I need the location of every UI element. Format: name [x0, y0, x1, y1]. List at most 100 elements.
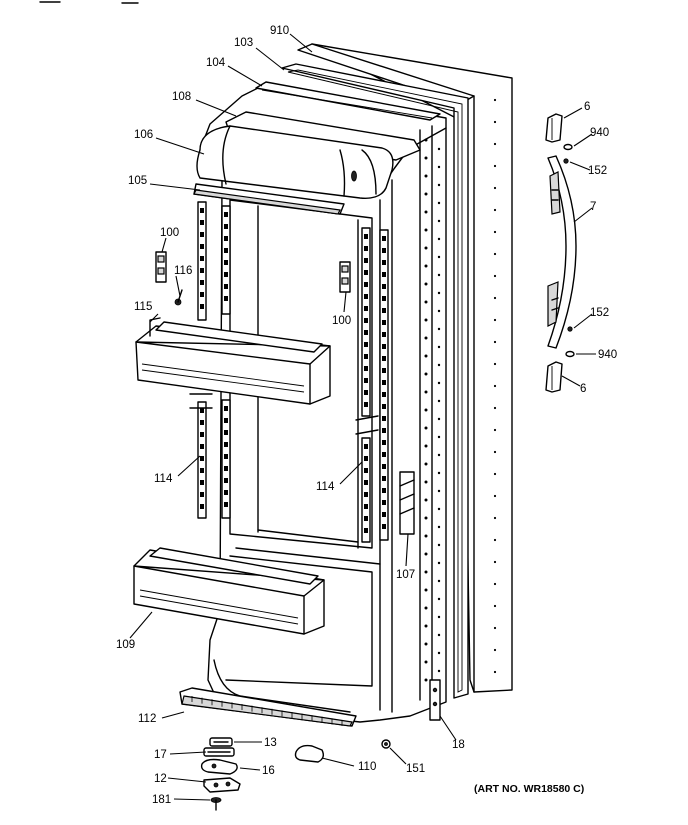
rail-slot — [382, 308, 386, 313]
shelf-rail-right — [355, 227, 379, 543]
shelf-bracket-right — [339, 261, 351, 293]
callout-109: 109 — [116, 639, 135, 651]
gasket-dot — [437, 471, 441, 475]
rail-slot — [224, 248, 228, 253]
rail-slot — [364, 468, 368, 473]
panel-dot — [493, 230, 497, 234]
rail-slot — [200, 208, 204, 213]
callout-112: 112 — [138, 713, 156, 725]
rail-slot — [364, 234, 368, 239]
panel-dot — [493, 296, 497, 300]
rail-slot — [224, 466, 228, 471]
gasket-dot — [437, 381, 441, 385]
rail-slot — [382, 260, 386, 265]
rail-slot — [382, 248, 386, 253]
rail-slot — [382, 380, 386, 385]
liner-dot — [424, 264, 428, 268]
rail-slot — [382, 452, 386, 457]
rail-slot — [224, 502, 228, 507]
panel-dot — [493, 274, 497, 278]
gasket-dot — [437, 273, 441, 277]
screw-181 — [210, 797, 222, 811]
panel-dot — [493, 186, 497, 190]
gasket-dot — [437, 165, 441, 169]
callout-18: 18 — [452, 739, 465, 751]
panel-dot — [493, 164, 497, 168]
liner-dot — [424, 318, 428, 322]
rail-slot — [382, 464, 386, 469]
liner-dot — [424, 192, 428, 196]
liner-dot — [424, 354, 428, 358]
gasket-dot — [437, 615, 441, 619]
liner-dot — [424, 156, 428, 160]
rail-slot — [224, 224, 228, 229]
rail-slot — [200, 256, 204, 261]
rail-slot — [364, 282, 368, 287]
rail-slot — [364, 528, 368, 533]
liner-dot — [424, 552, 428, 556]
upper-door-bin — [135, 317, 331, 405]
callout-17: 17 — [154, 749, 167, 761]
panel-dot — [493, 318, 497, 322]
dairy-retainer — [193, 183, 345, 215]
art-number: (ART NO. WR18580 C) — [474, 783, 584, 795]
rail-slot — [364, 504, 368, 509]
callout-labels: 910 103 104 108 106 105 100 116 115 100 … — [116, 25, 617, 806]
callout-100-left: 100 — [160, 227, 179, 239]
callout-151: 151 — [406, 763, 425, 775]
liner-dot — [424, 282, 428, 286]
gasket-dot — [437, 579, 441, 583]
rail-slot — [382, 428, 386, 433]
leader-lines — [129, 33, 596, 801]
liner-dot — [424, 300, 428, 304]
liner-dot — [424, 246, 428, 250]
rail-slot — [382, 500, 386, 505]
part-12 — [203, 777, 241, 793]
callout-100-right: 100 — [332, 315, 351, 327]
gasket-dot — [437, 525, 441, 529]
liner-dot — [424, 588, 428, 592]
rail-slot — [382, 356, 386, 361]
liner-dot — [424, 408, 428, 412]
rail-slot — [224, 212, 228, 217]
panel-dot — [493, 670, 497, 674]
rail-slot — [364, 492, 368, 497]
callout-107: 107 — [396, 569, 415, 581]
door-handle — [547, 155, 577, 349]
panel-dot — [493, 384, 497, 388]
callout-152-top: 152 — [588, 165, 607, 177]
rail-slot — [364, 516, 368, 521]
liner-dot — [424, 498, 428, 502]
liner-dot — [424, 570, 428, 574]
panel-dot — [493, 648, 497, 652]
rail-slot — [364, 246, 368, 251]
dairy-door — [196, 125, 394, 199]
callout-7: 7 — [590, 201, 596, 213]
gasket-dot — [437, 561, 441, 565]
bottom-retainer — [179, 687, 357, 727]
panel-dot — [493, 120, 497, 124]
rail-slot — [382, 404, 386, 409]
panel-dot — [493, 626, 497, 630]
rail-slot — [364, 366, 368, 371]
liner-dot — [424, 174, 428, 178]
rail-slot — [224, 272, 228, 277]
rail-slot — [224, 284, 228, 289]
rail-slot — [364, 306, 368, 311]
gasket-dot — [437, 237, 441, 241]
callout-181: 181 — [152, 794, 171, 806]
rail-slot — [200, 268, 204, 273]
rail-slot — [364, 258, 368, 263]
part-17 — [203, 747, 235, 757]
handle-end-cap-top — [545, 113, 563, 143]
handle-end-cap-bottom — [545, 361, 563, 393]
panel-dot — [493, 604, 497, 608]
liner-dot — [424, 642, 428, 646]
panel-dot — [493, 142, 497, 146]
panel-dot — [493, 472, 497, 476]
part-151 — [381, 739, 391, 749]
top-cap — [255, 81, 441, 121]
bin-support — [399, 471, 415, 535]
callout-106: 106 — [134, 129, 153, 141]
